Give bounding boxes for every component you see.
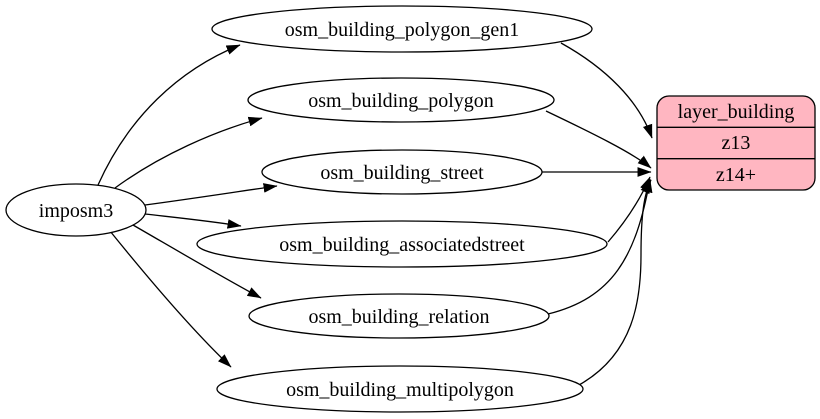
layer-building-row-z13: z13 [722, 132, 751, 154]
imposm3-label: imposm3 [39, 200, 113, 222]
edges [97, 42, 653, 386]
layer-building-box [656, 95, 816, 191]
osm-building-multipolygon-label: osm_building_multipolygon [286, 379, 514, 401]
layer-building-title: layer_building [678, 101, 795, 123]
edge-imposm3-to-osm-building-polygon-gen1 [97, 44, 241, 186]
node-osm-building-polygon: osm_building_polygon [247, 77, 555, 123]
edge-imposm3-to-osm-building-polygon [114, 116, 263, 189]
edge-imposm3-to-osm-building-multipolygon [109, 230, 232, 368]
edge-imposm3-to-osm-building-associatedstreet [144, 213, 242, 229]
osm-building-street-label: osm_building_street [320, 162, 484, 184]
osm-building-multipolygon-ellipse [216, 365, 584, 413]
osm-building-polygon-label: osm_building_polygon [308, 90, 494, 112]
node-imposm3: imposm3 [5, 183, 147, 237]
osm-building-relation-ellipse [248, 293, 550, 339]
osm-building-associatedstreet-label: osm_building_associatedstreet [279, 234, 525, 256]
edge-osm-building-relation-to-z14 [547, 178, 653, 315]
node-osm-building-street: osm_building_street [261, 149, 543, 195]
imposm3-ellipse [5, 183, 147, 237]
osm-building-relation-label: osm_building_relation [308, 306, 489, 328]
edge-imposm3-to-osm-building-relation [132, 224, 262, 299]
osm-building-associatedstreet-ellipse [196, 220, 608, 268]
osm-building-polygon-gen1-label: osm_building_polygon_gen1 [285, 19, 519, 41]
node-osm-building-associatedstreet: osm_building_associatedstreet [196, 220, 608, 268]
osm-building-street-ellipse [261, 149, 543, 195]
node-osm-building-multipolygon: osm_building_multipolygon [216, 365, 584, 413]
osm-building-polygon-ellipse [247, 77, 555, 123]
edge-osm-building-polygon-gen1-to-z13 [560, 42, 653, 139]
node-layer-building: layer_building z13 z14+ [656, 95, 816, 191]
layer-building-row-z14: z14+ [716, 164, 756, 186]
node-osm-building-polygon-gen1: osm_building_polygon_gen1 [211, 5, 593, 53]
edge-osm-building-multipolygon-to-z14 [578, 179, 652, 386]
edge-imposm3-to-osm-building-street [144, 183, 278, 206]
node-osm-building-relation: osm_building_relation [248, 293, 550, 339]
edge-osm-building-polygon-to-z14 [545, 110, 652, 169]
osm-building-polygon-gen1-ellipse [211, 5, 593, 53]
